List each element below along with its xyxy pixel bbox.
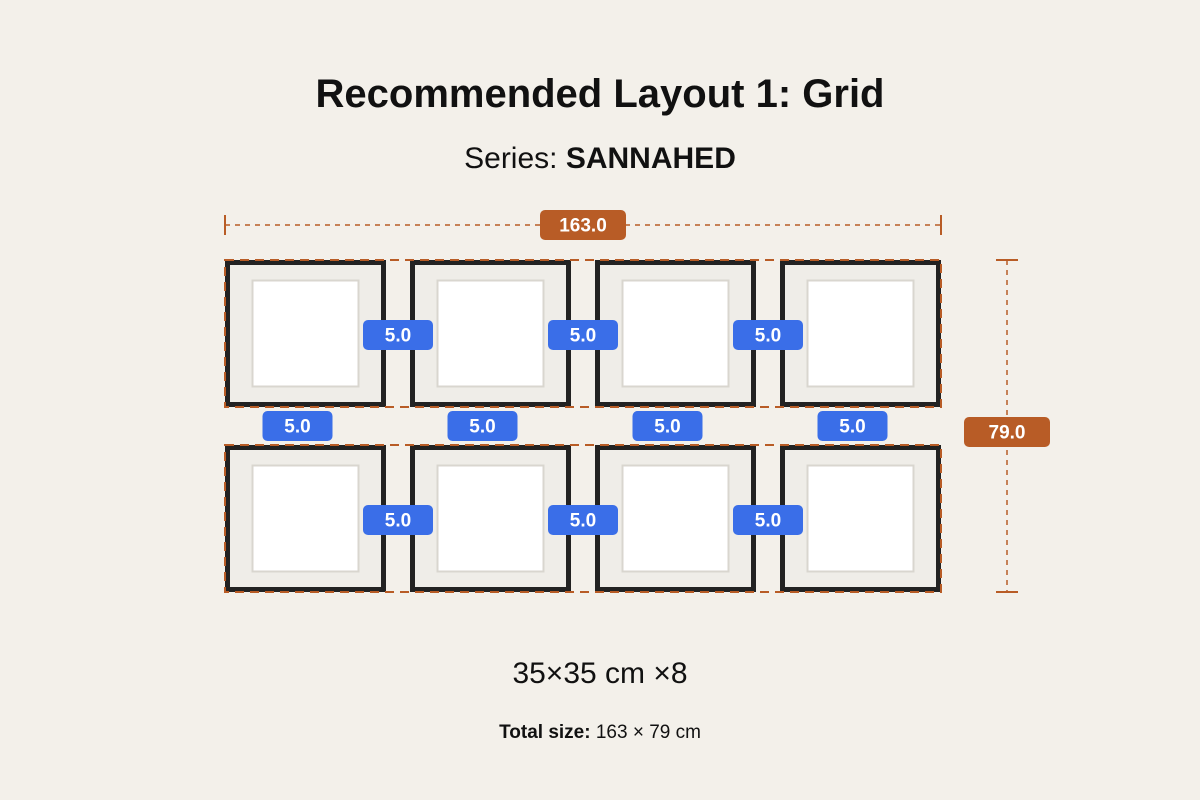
- horizontal-gap-badge: 5.0: [548, 320, 618, 350]
- gap-label: 5.0: [385, 511, 411, 532]
- gap-label: 5.0: [755, 511, 781, 532]
- total-size: Total size: 163 × 79 cm: [0, 722, 1200, 744]
- frame-photo-area: [436, 279, 545, 388]
- row-outline: [224, 259, 942, 408]
- frame-photo-area: [251, 464, 360, 573]
- picture-frame: [225, 445, 386, 592]
- horizontal-gap-badge-bg: [363, 505, 433, 535]
- gap-label: 5.0: [755, 326, 781, 347]
- picture-frame: [780, 260, 941, 407]
- picture-frame: [780, 445, 941, 592]
- width-badge: 163.0: [540, 210, 626, 240]
- frame-photo-area: [436, 464, 545, 573]
- frame-photo-area: [621, 464, 730, 573]
- piece-summary: 35×35 cm ×8: [512, 657, 688, 690]
- total-size-label: Total size:: [499, 722, 591, 743]
- vertical-gap-badge-bg: [632, 411, 703, 441]
- horizontal-gap-badge: 5.0: [548, 505, 618, 535]
- horizontal-gap-badge: 5.0: [733, 320, 803, 350]
- horizontal-gap-badge: 5.0: [733, 505, 803, 535]
- gap-label: 5.0: [570, 326, 596, 347]
- vertical-gap-badge-bg: [262, 411, 333, 441]
- gap-label: 5.0: [570, 511, 596, 532]
- width-dimension: 163.0: [224, 210, 942, 240]
- gap-label: 5.0: [284, 417, 310, 438]
- horizontal-gap-badge-bg: [733, 505, 803, 535]
- picture-frame: [595, 445, 756, 592]
- height-badge-bg: [964, 417, 1050, 447]
- frame-photo-area: [621, 279, 730, 388]
- horizontal-gap-badge-bg: [733, 320, 803, 350]
- height-label: 79.0: [989, 423, 1026, 444]
- gap-label: 5.0: [654, 417, 680, 438]
- horizontal-gap-badge-bg: [548, 505, 618, 535]
- frame-photo-area: [806, 464, 915, 573]
- picture-frame: [225, 260, 386, 407]
- vertical-gap-badge-bg: [817, 411, 888, 441]
- gap-label: 5.0: [385, 326, 411, 347]
- vertical-gap-badge: 5.0: [817, 411, 888, 441]
- horizontal-gap-badge: 5.0: [363, 320, 433, 350]
- total-size-value: 163 × 79 cm: [595, 722, 701, 743]
- vertical-gap-badge: 5.0: [632, 411, 703, 441]
- series-subtitle: Series: SANNAHED: [0, 142, 1200, 176]
- page-title: Recommended Layout 1: Grid: [315, 72, 885, 116]
- gap-label: 5.0: [469, 417, 495, 438]
- horizontal-gap-badge: 5.0: [363, 505, 433, 535]
- layout-outline: [224, 259, 942, 593]
- vertical-gap-badge-bg: [447, 411, 518, 441]
- horizontal-gap-badge-bg: [363, 320, 433, 350]
- series-label: Series:: [464, 142, 558, 175]
- vertical-gap-badge: 5.0: [262, 411, 333, 441]
- row-outline: [224, 444, 942, 593]
- height-dimension: 79.0: [964, 259, 1050, 593]
- vertical-gap-badge: 5.0: [447, 411, 518, 441]
- picture-frame: [410, 260, 571, 407]
- width-label: 163.0: [559, 216, 607, 237]
- width-badge-bg: [540, 210, 626, 240]
- height-badge: 79.0: [964, 417, 1050, 447]
- frame-photo-area: [251, 279, 360, 388]
- picture-frame: [410, 445, 571, 592]
- horizontal-gap-badge-bg: [548, 320, 618, 350]
- gap-badges: 5.0 5.0 5.0 5.0 5.0 5.0 5.0 5.0 5.0 5.0: [262, 320, 888, 535]
- frame-photo-area: [806, 279, 915, 388]
- picture-frame: [595, 260, 756, 407]
- series-name: SANNAHED: [565, 142, 736, 175]
- gap-label: 5.0: [839, 417, 865, 438]
